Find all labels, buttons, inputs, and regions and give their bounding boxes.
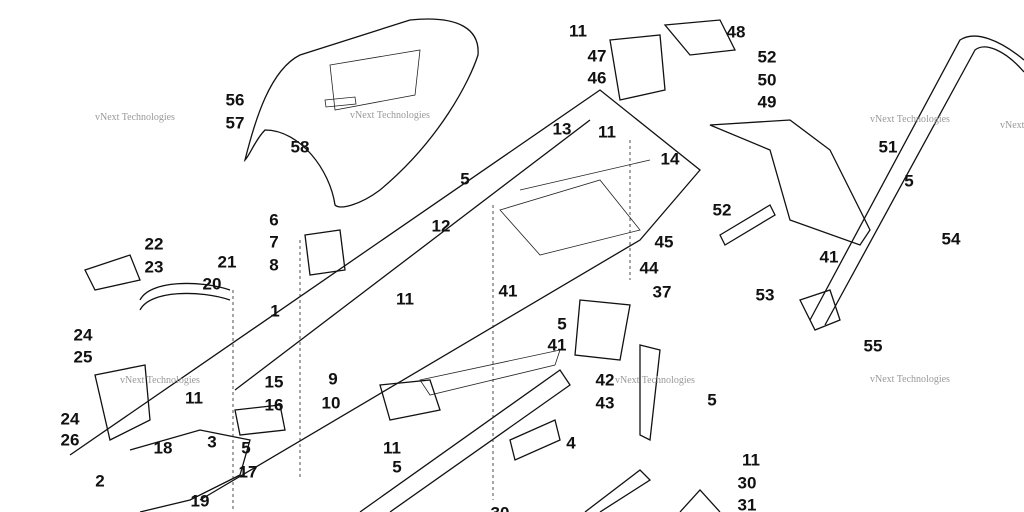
callout-12: 12 <box>432 216 451 235</box>
watermarks: vNext Technologies vNext Technologies vNex… <box>95 110 1024 386</box>
bracket <box>304 229 346 276</box>
snow-flap <box>709 119 871 246</box>
tail-light <box>663 19 736 56</box>
callout-30: 30 <box>491 503 510 512</box>
callout-51: 51 <box>879 137 898 156</box>
callout-48: 48 <box>727 22 746 41</box>
callout-42: 42 <box>596 370 615 389</box>
callout-24: 24 <box>74 325 93 344</box>
callout-11: 11 <box>598 122 616 141</box>
watermark: vNext Technologies <box>870 374 950 385</box>
callout-41: 41 <box>548 335 567 354</box>
callout-10: 10 <box>322 393 341 412</box>
callout-2: 2 <box>95 471 104 490</box>
callout-43: 43 <box>596 393 615 412</box>
callout-9: 9 <box>328 369 337 388</box>
callout-8: 8 <box>269 255 278 274</box>
watermark: vNext Technologies <box>1000 120 1024 131</box>
watermark: vNext Technologies <box>615 375 695 386</box>
callout-11: 11 <box>396 289 414 308</box>
grip-pad <box>379 379 441 421</box>
callout-17: 17 <box>239 462 258 481</box>
watermark: vNext Technologies <box>95 112 175 123</box>
callout-7: 7 <box>269 232 278 251</box>
callout-13: 13 <box>553 119 572 138</box>
callout-11: 11 <box>742 450 760 469</box>
callout-16: 16 <box>265 395 284 414</box>
callout-50: 50 <box>758 70 777 89</box>
watermark: vNext Technologies <box>870 114 950 125</box>
callout-5: 5 <box>707 390 716 409</box>
callout-58: 58 <box>291 137 310 156</box>
support <box>509 419 561 461</box>
rear-bumper <box>799 35 1024 331</box>
callout-41: 41 <box>499 281 518 300</box>
callout-24: 24 <box>61 409 80 428</box>
callout-53: 53 <box>756 285 775 304</box>
callout-21: 21 <box>218 252 237 271</box>
callout-47: 47 <box>588 46 607 65</box>
chain-strap <box>639 344 661 441</box>
callout-46: 46 <box>588 68 607 87</box>
tube <box>584 469 652 512</box>
watermark: vNext Technologies <box>120 375 200 386</box>
callout-5: 5 <box>557 314 566 333</box>
callout-22: 22 <box>145 234 164 253</box>
callout-5: 5 <box>904 171 913 190</box>
callout-3: 3 <box>207 432 216 451</box>
callout-30: 30 <box>738 473 757 492</box>
callout-20: 20 <box>203 274 222 293</box>
callout-11: 11 <box>569 21 587 40</box>
callout-26: 26 <box>61 430 80 449</box>
callout-41: 41 <box>820 247 839 266</box>
callout-31: 31 <box>738 495 757 512</box>
callout-5: 5 <box>392 457 401 476</box>
hitch-bracket <box>609 34 666 101</box>
callout-11: 11 <box>383 438 401 457</box>
callout-25: 25 <box>74 347 93 366</box>
grab-handle <box>139 282 231 311</box>
side-plate <box>94 364 151 441</box>
callout-57: 57 <box>226 113 245 132</box>
callout-6: 6 <box>269 210 278 229</box>
watermark: vNext Technologies <box>350 110 430 121</box>
callout-15: 15 <box>265 372 284 391</box>
callout-44: 44 <box>640 258 659 277</box>
callout-5: 5 <box>241 438 250 457</box>
front-bracket <box>129 429 251 512</box>
module <box>234 404 286 436</box>
callout-45: 45 <box>655 232 674 251</box>
callout-11: 11 <box>185 388 203 407</box>
running-board <box>359 349 571 512</box>
cap <box>84 254 141 291</box>
callout-14: 14 <box>661 149 680 168</box>
lower-part <box>679 489 721 512</box>
callout-54: 54 <box>942 229 961 248</box>
callout-52: 52 <box>713 200 732 219</box>
callout-37: 37 <box>653 282 672 301</box>
callout-55: 55 <box>864 336 883 355</box>
callout-18: 18 <box>154 438 173 457</box>
callout-5: 5 <box>460 169 469 188</box>
callout-1: 1 <box>270 301 279 320</box>
callout-19: 19 <box>191 491 210 510</box>
callout-49: 49 <box>758 92 777 111</box>
callout-23: 23 <box>145 257 164 276</box>
side-cover <box>574 299 631 361</box>
callout-56: 56 <box>226 90 245 109</box>
seat <box>243 18 479 208</box>
callout-4: 4 <box>566 433 576 452</box>
callout-52: 52 <box>758 47 777 66</box>
